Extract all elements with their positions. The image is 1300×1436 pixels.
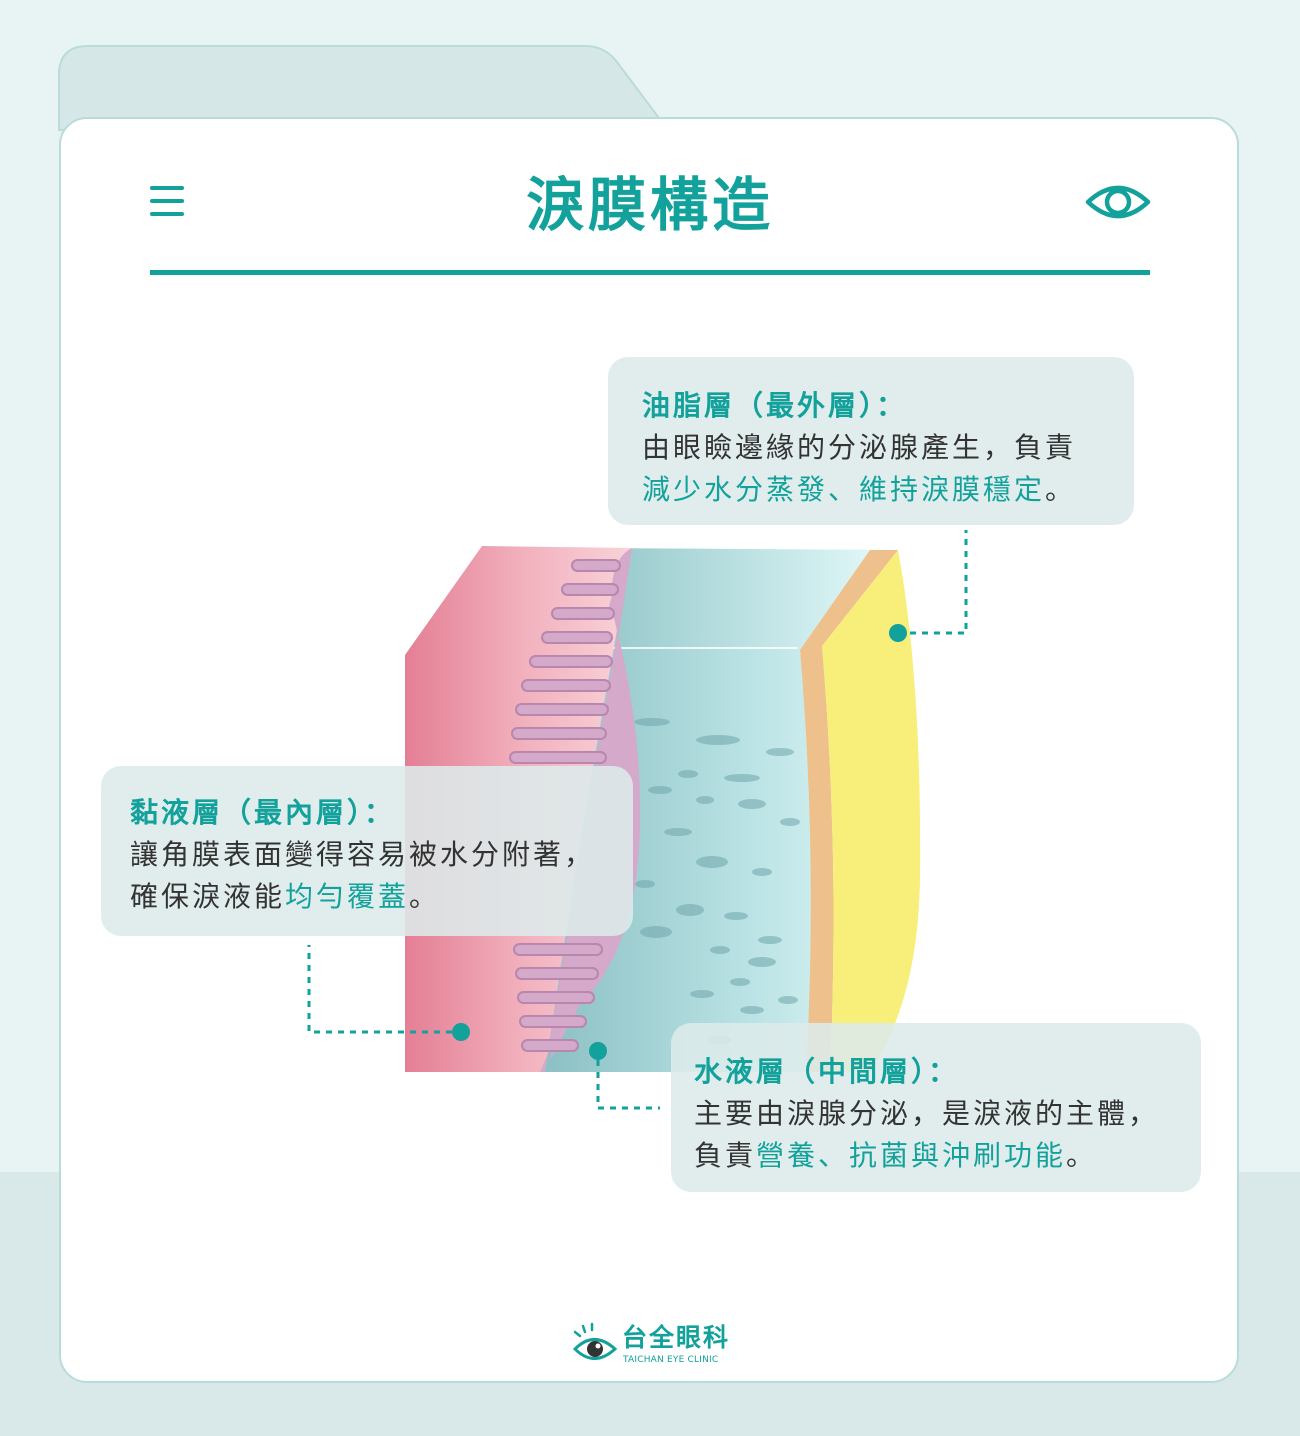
callout-aqueous-layer: 水液層（中間層）： 主要由淚腺分泌，是淚液的主體， 負責營養、抗菌與沖刷功能。	[671, 1023, 1201, 1192]
callout-mucin-layer: 黏液層（最內層）： 讓角膜表面變得容易被水分附著， 確保淚液能均勻覆蓋。	[101, 766, 633, 936]
content-card	[59, 117, 1239, 1383]
mucin-heading: 黏液層（最內層）：	[130, 796, 396, 829]
lipid-line-2: 減少水分蒸發、維持淚膜穩定。	[642, 469, 1134, 511]
callout-lipid-layer: 油脂層（最外層）： 由眼瞼邊緣的分泌腺產生，負責 減少水分蒸發、維持淚膜穩定。	[608, 357, 1134, 525]
aqueous-line-2: 負責營養、抗菌與沖刷功能。	[694, 1135, 1201, 1177]
logo-name-en: TAICHAN EYE CLINIC	[623, 1355, 719, 1365]
lipid-line-1: 由眼瞼邊緣的分泌腺產生，負責	[642, 431, 1077, 464]
clinic-logo: 台全眼科 TAICHAN EYE CLINIC	[572, 1322, 742, 1370]
page-title: 淚膜構造	[525, 171, 774, 239]
folder-tab	[58, 45, 670, 131]
aqueous-line-1: 主要由淚腺分泌，是淚液的主體，	[694, 1097, 1160, 1130]
menu-icon[interactable]	[150, 184, 186, 218]
aqueous-highlight: 營養、抗菌與沖刷功能	[756, 1139, 1067, 1172]
aqueous-line-2-head: 負責	[694, 1139, 757, 1172]
logo-name-cn: 台全眼科	[622, 1323, 731, 1352]
mucin-line-2-tail: 。	[409, 880, 441, 913]
mucin-line-2: 確保淚液能均勻覆蓋。	[130, 876, 633, 918]
eye-icon[interactable]	[1084, 178, 1152, 226]
mucin-highlight: 均勻覆蓋	[285, 880, 410, 913]
title-divider	[150, 270, 1150, 275]
mucin-line-2-head: 確保淚液能	[130, 880, 286, 913]
aqueous-line-2-tail: 。	[1066, 1139, 1098, 1172]
mucin-line-1: 讓角膜表面變得容易被水分附著，	[130, 838, 596, 871]
lipid-line-2-tail: 。	[1045, 473, 1077, 506]
lipid-highlight: 減少水分蒸發、維持淚膜穩定	[642, 473, 1046, 506]
eye-logo-icon	[572, 1322, 618, 1360]
lipid-heading: 油脂層（最外層）：	[642, 389, 908, 422]
aqueous-heading: 水液層（中間層）：	[694, 1055, 960, 1088]
